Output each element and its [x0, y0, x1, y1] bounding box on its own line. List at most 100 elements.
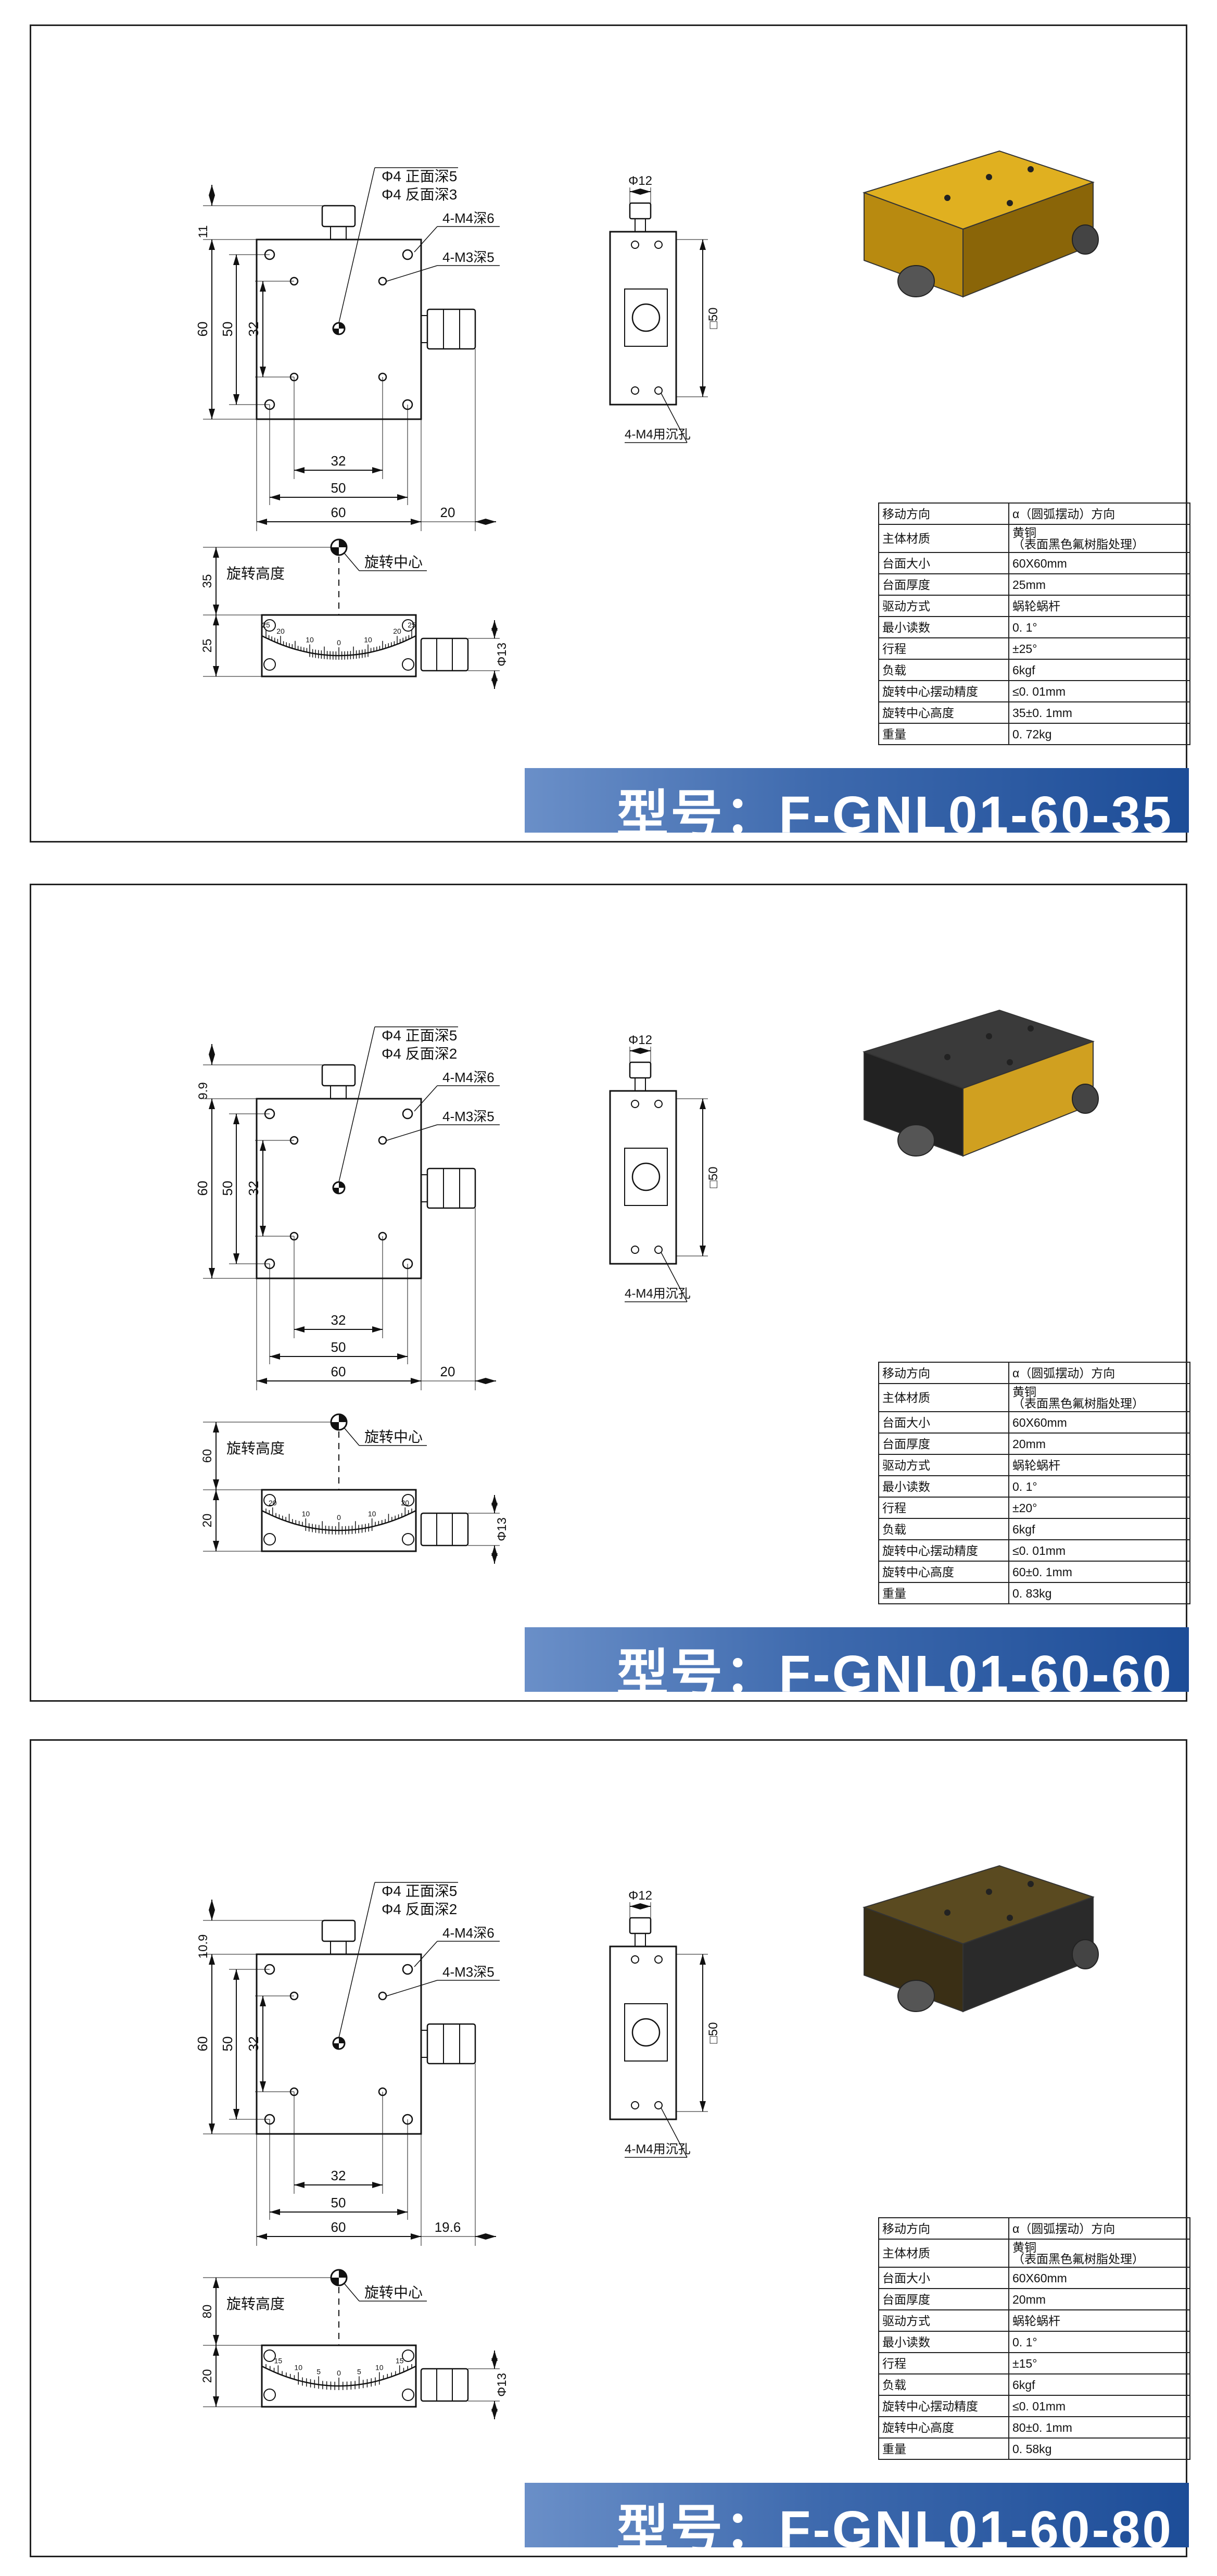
- spec-key: 重量: [878, 2437, 1009, 2460]
- spec-key: 旋转中心摆动精度: [878, 1539, 1009, 1562]
- spec-row: 旋转中心摆动精度≤0. 01mm: [878, 2395, 1190, 2417]
- screw-icon: [402, 658, 414, 671]
- spec-key: 最小读数: [878, 1475, 1009, 1498]
- spec-key: 旋转中心高度: [878, 701, 1009, 724]
- spec-row: 主体材质黄铜 （表面黑色氟树脂处理）: [878, 524, 1190, 553]
- scale-label: 10: [294, 2364, 302, 2372]
- hole-back-label: Φ4 反面深2: [382, 1901, 457, 1917]
- scale-label: 10: [368, 1510, 376, 1518]
- spec-row: 主体材质黄铜 （表面黑色氟树脂处理）: [878, 1383, 1190, 1412]
- rotation-center-label: 旋转中心: [364, 1429, 423, 1445]
- dim-label: 50: [220, 322, 235, 337]
- scale-label: 20: [401, 1499, 409, 1507]
- spec-value: 20mm: [1008, 2288, 1190, 2310]
- m3-label: 4-M3深5: [442, 249, 495, 265]
- spec-value: ±20°: [1008, 1497, 1190, 1519]
- screw-icon: [263, 1494, 276, 1506]
- spec-value: ±25°: [1008, 637, 1190, 660]
- spec-key: 重量: [878, 1582, 1009, 1604]
- model-number: 型号：F-GNL01-60-35: [616, 786, 1173, 844]
- dim-label: 60: [331, 2219, 346, 2235]
- screw-icon: [263, 1533, 276, 1545]
- spec-value: 35±0. 1mm: [1008, 701, 1190, 724]
- scale-label: 25: [262, 621, 270, 629]
- spec-key: 台面厚度: [878, 2288, 1009, 2310]
- spec-key: 重量: [878, 723, 1009, 745]
- spec-row: 旋转中心摆动精度≤0. 01mm: [878, 680, 1190, 702]
- m3-hole: [378, 277, 387, 286]
- scale-label: 20: [276, 627, 285, 635]
- scale-label: 5: [357, 2367, 361, 2376]
- scale-label: 20: [393, 627, 401, 635]
- square-dim: □50: [706, 2022, 720, 2043]
- spec-key: 行程: [878, 2352, 1009, 2374]
- spec-value: 0. 72kg: [1008, 723, 1190, 745]
- knob-height-dim: 10.9: [196, 1934, 210, 1959]
- spec-key: 移动方向: [878, 2217, 1009, 2240]
- spec-value: 60X60mm: [1008, 552, 1190, 574]
- spec-key: 台面大小: [878, 1411, 1009, 1434]
- dim-label: 60: [195, 1181, 210, 1196]
- hole-front-label: Φ4 正面深5: [382, 168, 457, 184]
- spec-value: α（圆弧摆动）方向: [1008, 1362, 1190, 1384]
- spec-value: ±15°: [1008, 2352, 1190, 2374]
- spec-value: ≤0. 01mm: [1008, 2395, 1190, 2417]
- spec-value: 蜗轮蜗杆: [1008, 2309, 1190, 2332]
- dim-label: 50: [220, 1181, 235, 1196]
- product-render: [862, 1009, 1099, 1157]
- spec-value: ≤0. 01mm: [1008, 680, 1190, 702]
- hole-back-label: Φ4 反面深3: [382, 186, 457, 203]
- counterbore-label: 4-M4用沉孔: [625, 1287, 691, 1301]
- side-view: Φ12□504-M4用沉孔: [609, 1889, 720, 2158]
- diameter-dim: Φ12: [628, 1889, 652, 1903]
- rotation-height-label: 旋转高度: [226, 566, 285, 582]
- spec-value: 80±0. 1mm: [1008, 2416, 1190, 2439]
- model-banner: 型号：F-GNL01-60-80: [525, 2483, 1189, 2559]
- scale-label: 0: [337, 638, 341, 647]
- knob-width-dim: 20: [440, 1364, 455, 1379]
- spec-row: 行程±15°: [878, 2352, 1190, 2374]
- spec-key: 移动方向: [878, 502, 1009, 525]
- spec-row: 驱动方式蜗轮蜗杆: [878, 595, 1190, 617]
- spec-key: 台面厚度: [878, 573, 1009, 596]
- diameter-dim: Φ12: [628, 174, 652, 188]
- knob-diameter-dim: Φ13: [495, 2373, 509, 2397]
- spec-key: 最小读数: [878, 616, 1009, 638]
- dim-label: 50: [331, 480, 346, 496]
- dim-label: 50: [331, 1339, 346, 1355]
- m4-hole: [402, 1964, 413, 1975]
- spec-key: 负载: [878, 2373, 1009, 2396]
- spec-value: 20mm: [1008, 1432, 1190, 1455]
- dim-label: 60: [195, 322, 210, 337]
- knob-width-dim: 20: [440, 505, 455, 520]
- dim-label: 32: [331, 2168, 346, 2183]
- side-view: Φ12□504-M4用沉孔: [609, 1033, 720, 1302]
- model-banner: 型号：F-GNL01-60-60: [525, 1627, 1189, 1703]
- square-dim: □50: [706, 307, 720, 329]
- product-render: [862, 150, 1099, 298]
- screw-icon: [263, 2349, 276, 2362]
- dim-label: 50: [220, 2037, 235, 2052]
- spec-value: 25mm: [1008, 573, 1190, 596]
- rotation-height-dim: 60: [200, 1449, 214, 1463]
- spec-value: 黄铜 （表面黑色氟树脂处理）: [1008, 524, 1190, 553]
- spec-key: 负载: [878, 659, 1009, 681]
- rotation-center-label: 旋转中心: [364, 2284, 423, 2301]
